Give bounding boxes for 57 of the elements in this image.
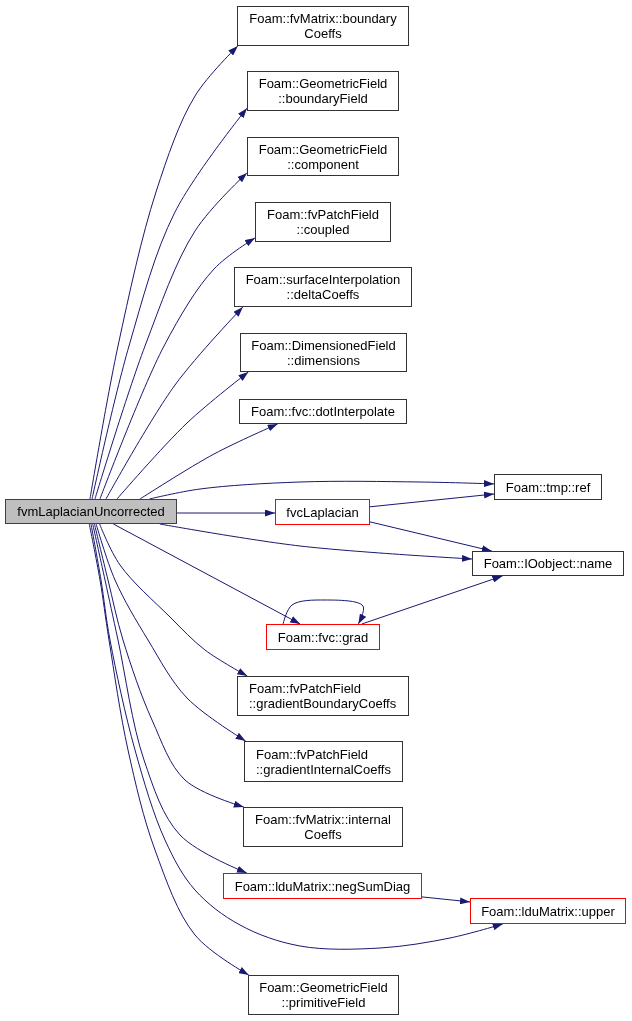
call-arrow <box>369 521 493 553</box>
function-box <box>243 807 403 847</box>
call-arrow <box>139 423 279 500</box>
function-box <box>248 975 399 1015</box>
function-name: Foam::GeometricField ::primitiveField <box>258 980 389 1010</box>
function-box <box>240 333 407 372</box>
function-box <box>234 267 412 307</box>
function-name: Foam::fvPatchField ::gradientInternalCoeffs <box>256 746 392 777</box>
call-arrow <box>93 523 245 808</box>
function-name: Foam::fvMatrix::internal Coeffs <box>254 812 392 842</box>
call-arrow <box>282 599 367 625</box>
function-box <box>494 474 602 500</box>
function-name: fvcLaplacian <box>286 504 359 520</box>
function-name: Foam::fvMatrix::boundary Coeffs <box>248 11 398 41</box>
function-box <box>247 137 399 176</box>
function-box <box>237 6 409 46</box>
function-name: Foam::tmp::ref <box>505 479 591 495</box>
function-box <box>247 71 399 111</box>
call-arrow <box>99 237 256 500</box>
function-box <box>472 551 624 576</box>
function-box <box>223 873 422 899</box>
function-box <box>244 741 403 782</box>
function-box <box>239 399 407 424</box>
call-arrow <box>89 45 239 500</box>
function-name: Foam::lduMatrix::upper <box>481 903 615 919</box>
call-arrow <box>95 523 247 742</box>
function-name: Foam::GeometricField ::boundaryField <box>257 76 389 106</box>
function-name: Foam::lduMatrix::negSumDiag <box>234 878 411 894</box>
call-arrow <box>112 523 301 625</box>
function-box <box>266 624 380 650</box>
function-name: Foam::IOobject::name <box>483 556 613 571</box>
function-box <box>237 676 409 716</box>
call-arrow <box>99 523 248 677</box>
call-arrow <box>149 480 495 500</box>
function-name: Foam::fvPatchField ::coupled <box>266 207 380 237</box>
function-box <box>255 202 391 242</box>
call-arrow <box>105 306 244 500</box>
call-arrow <box>116 371 249 500</box>
call-arrow <box>90 523 504 950</box>
call-arrow <box>88 523 250 976</box>
function-box <box>5 499 177 524</box>
function-name: Foam::fvc::dotInterpolate <box>251 404 395 419</box>
call-arrow <box>94 172 248 500</box>
call-arrow <box>369 491 495 508</box>
function-box <box>275 499 370 525</box>
call-arrow <box>421 896 471 905</box>
function-name: Foam::fvPatchField ::gradientBoundaryCoeffs <box>249 681 398 711</box>
call-arrow <box>361 575 503 625</box>
function-name: fvmLaplacianUncorrected <box>17 504 165 519</box>
call-arrow <box>92 523 248 874</box>
function-name: Foam::fvc::grad <box>277 629 369 645</box>
function-name: Foam::surfaceInterpolation ::deltaCoeffs <box>244 272 402 302</box>
call-arrow <box>176 509 276 517</box>
function-name: Foam::DimensionedField ::dimensions <box>250 337 397 368</box>
function-box <box>470 898 626 924</box>
call-arrow <box>91 107 248 500</box>
function-name: Foam::GeometricField ::component <box>257 141 389 172</box>
